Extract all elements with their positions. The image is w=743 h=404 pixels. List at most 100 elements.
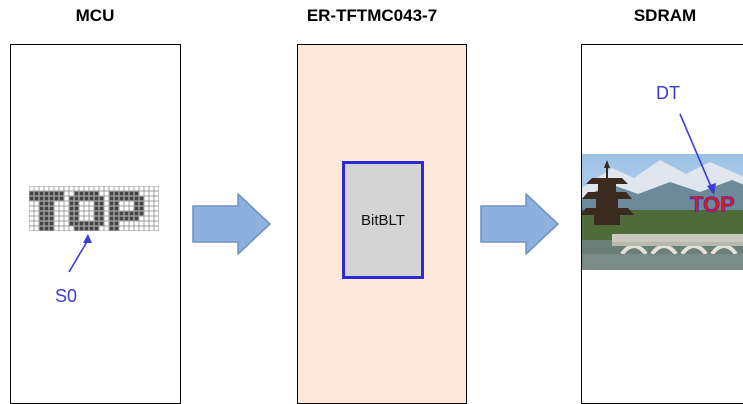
mcu-title: MCU (75, 6, 115, 25)
bitmap-pixel (59, 196, 64, 201)
bitmap-pixel (89, 196, 94, 201)
bitmap-pixel (69, 221, 74, 226)
bitmap-pixel (49, 196, 54, 201)
bitmap-pixel (34, 196, 39, 201)
bitmap-pixel (124, 211, 129, 216)
source-label-s0: S0 (55, 286, 78, 306)
bitmap-pixel (119, 191, 124, 196)
bitmap-pixel (39, 191, 44, 196)
bitmap-pixel (99, 211, 104, 216)
bitmap-pixel (84, 191, 89, 196)
bitmap-pixel (99, 206, 104, 211)
bitmap-pixel (69, 211, 74, 216)
bitmap-pixel (79, 226, 84, 231)
bitmap-pixel (54, 191, 59, 196)
bitmap-pixel (79, 221, 84, 226)
bitmap-pixel (69, 216, 74, 221)
bitmap-pixel (74, 226, 79, 231)
bitmap-pixel (129, 216, 134, 221)
bitmap-pixel (44, 226, 49, 231)
bitmap-pixel (39, 226, 44, 231)
bitmap-pixel (39, 206, 44, 211)
bitmap-pixel (139, 211, 144, 216)
dest-label-dt: DT (656, 83, 680, 103)
bitmap-pixel (139, 206, 144, 211)
bitmap-pixel (44, 216, 49, 221)
bitmap-pixel (99, 201, 104, 206)
bitmap-pixel (114, 226, 119, 231)
bitmap-pixel (124, 216, 129, 221)
bitmap-pixel (114, 206, 119, 211)
bitmap-pixel (89, 226, 94, 231)
bitmap-pixel (109, 191, 114, 196)
bitmap-pixel (94, 201, 99, 206)
bitmap-pixel (109, 221, 114, 226)
bitmap-pixel (109, 216, 114, 221)
bitmap-pixel (99, 196, 104, 201)
bitmap-pixel (89, 191, 94, 196)
bitmap-pixel (29, 196, 34, 201)
bitmap-pixel (94, 216, 99, 221)
bitmap-pixel (84, 226, 89, 231)
dest-pointer-arrow (679, 113, 716, 195)
bitmap-pixel (119, 211, 124, 216)
bitmap-pixel (49, 216, 54, 221)
bitmap-pixel (114, 201, 119, 206)
bitmap-pixel (94, 196, 99, 201)
bitmap-pixel (94, 206, 99, 211)
bitmap-pixel (89, 221, 94, 226)
bitmap-pixel (44, 221, 49, 226)
bitblt-label: BitBLT (361, 211, 405, 229)
bitmap-pixel (134, 196, 139, 201)
bitmap-pixel (99, 221, 104, 226)
bitmap-pixel (79, 196, 84, 201)
bitmap-pixel (109, 206, 114, 211)
bitmap-pixel (139, 201, 144, 206)
bitmap-pixel (99, 216, 104, 221)
bitmap-pixel (84, 221, 89, 226)
bitmap-pixel (74, 201, 79, 206)
bitmap-pixel (124, 191, 129, 196)
bitmap-pixel (49, 226, 54, 231)
bitmap-pixel (69, 206, 74, 211)
overlay-top-text: TOP (690, 192, 735, 217)
bitmap-pixel (69, 201, 74, 206)
bitmap-pixel (44, 191, 49, 196)
bitmap-pixel (129, 196, 134, 201)
bitmap-pixel (134, 201, 139, 206)
bitmap-pixel (114, 211, 119, 216)
bitmap-pixel (129, 211, 134, 216)
sdram-panel: TOP DT (581, 44, 743, 404)
bitmap-pixel (39, 221, 44, 226)
landscape-photo: TOP (582, 154, 743, 270)
bitmap-pixel (74, 196, 79, 201)
bitmap-pixel (59, 191, 64, 196)
mcu-panel: S0 (10, 44, 181, 404)
bitmap-pixel (94, 191, 99, 196)
flow-arrow-mcu-to-controller (192, 193, 272, 255)
bitmap-pixel (94, 211, 99, 216)
bitmap-pixel (109, 226, 114, 231)
bitmap-pixel (44, 201, 49, 206)
source-pointer-arrow (68, 234, 92, 273)
bitmap-pixel (134, 216, 139, 221)
bitmap-pixel (114, 196, 119, 201)
bitmap-pixel (29, 191, 34, 196)
bitmap-pixel (74, 216, 79, 221)
sdram-title: SDRAM (633, 6, 697, 25)
bitmap-pixel (129, 191, 134, 196)
bitmap-pixel (49, 221, 54, 226)
bitmap-pixel (49, 201, 54, 206)
bitmap-pixel (134, 206, 139, 211)
bitmap-pixel (39, 211, 44, 216)
bitmap-pixel (74, 211, 79, 216)
bitmap-pixel (114, 191, 119, 196)
bitmap-pixel (44, 206, 49, 211)
bitmap-pixel (109, 211, 114, 216)
bitmap-pixel (139, 196, 144, 201)
bitmap-pixel (119, 216, 124, 221)
bitblt-engine-box: BitBLT (342, 161, 424, 279)
bitmap-pixel (54, 196, 59, 201)
bitmap-pixel (74, 191, 79, 196)
bitmap-pixel (109, 201, 114, 206)
